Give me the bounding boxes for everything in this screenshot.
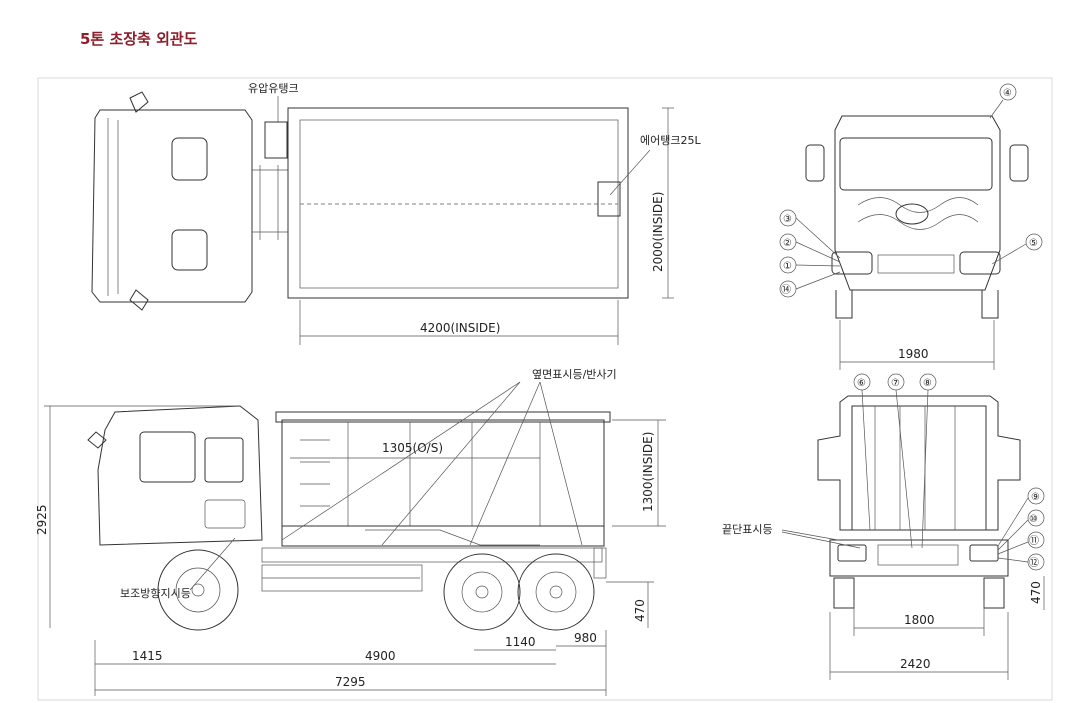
rear-width-dim: 2420 xyxy=(900,657,931,671)
windshield xyxy=(839,137,993,191)
callout-1: ① xyxy=(783,261,792,272)
rear-outline xyxy=(817,395,1021,531)
headlamp-right xyxy=(959,251,1001,275)
callout-9: ⑨ xyxy=(1031,492,1040,503)
hydraulic-tank xyxy=(264,121,288,159)
mirror-front-right xyxy=(1009,144,1029,182)
cab-rear-window xyxy=(204,437,244,483)
aux-turn-label: 보조방향지시등 xyxy=(120,587,191,600)
rear-lamp-left xyxy=(837,544,867,562)
callout-10: ⑩ xyxy=(1029,514,1038,525)
body-height-dim: 1300(INSIDE) xyxy=(641,432,655,512)
rear-view: 1800 2420 470 끝단표시등 ⑥ ⑦ ⑧ ⑨ ⑩ ⑪ ⑫ xyxy=(722,373,1045,680)
air-tank-label: 에어탱크25L xyxy=(640,134,701,147)
rear-track-dim: 1800 xyxy=(904,613,935,627)
side-marker-label: 옆면표시등/반사기 xyxy=(532,368,617,381)
rear-lamp-right xyxy=(969,544,999,562)
callout-2: ② xyxy=(783,238,792,249)
air-tank xyxy=(597,181,621,217)
cab-outline xyxy=(91,109,253,303)
callout-7: ⑦ xyxy=(891,378,900,389)
overall-height-dim: 2925 xyxy=(35,504,49,535)
side-view: 옆면표시등/반사기 보조방향지시등 2925 1300(INSIDE) 470 … xyxy=(35,368,666,696)
hydraulic-tank-label: 유압유탱크 xyxy=(248,82,299,95)
mirror-front-left xyxy=(805,144,825,182)
tailgate xyxy=(851,405,987,531)
overhang-dim: 1305(O/S) xyxy=(382,441,443,455)
tandem-dim: 1140 xyxy=(505,635,536,649)
cargo-bed-top xyxy=(287,107,629,299)
rear-floor-height-dim: 470 xyxy=(1029,581,1043,604)
page-title: 5톤 초장축 외관도 xyxy=(80,30,198,48)
cab-side-outline xyxy=(97,405,263,546)
roof-hatch-rear xyxy=(171,229,208,271)
callout-3: ③ xyxy=(783,214,792,225)
rear-wheel-1 xyxy=(443,553,521,631)
width-dim-top: 2000(INSIDE) xyxy=(651,192,665,272)
front-overhang-dim: 1415 xyxy=(132,649,163,663)
callout-12: ⑫ xyxy=(1029,557,1039,569)
mirror-left xyxy=(129,91,149,113)
top-view: 유압유탱크 에어탱크25L 2000(INSIDE) 4200(INSIDE) xyxy=(91,82,701,345)
wheelbase-dim: 4900 xyxy=(365,649,396,663)
headlamp-left xyxy=(831,251,873,275)
mirror-right xyxy=(129,289,149,311)
rear-bumper xyxy=(829,539,1009,577)
front-width-dim: 1980 xyxy=(898,347,929,361)
cab-front-outline xyxy=(834,115,1001,291)
overall-length-dim: 7295 xyxy=(335,675,366,689)
rear-wheel-2 xyxy=(517,553,595,631)
drawing-frame xyxy=(37,77,1053,701)
front-view: 1980 ④ ③ ② ① ⑭ ⑤ xyxy=(779,83,1043,370)
length-dim-top: 4200(INSIDE) xyxy=(420,321,500,335)
callout-6: ⑥ xyxy=(857,378,866,389)
callout-5: ⑤ xyxy=(1029,238,1038,249)
roof-hatch-front xyxy=(171,137,208,181)
callout-14: ⑭ xyxy=(781,284,791,296)
end-marker-label: 끝단표시등 xyxy=(722,523,773,536)
callout-11: ⑪ xyxy=(1029,535,1039,547)
grille-logo xyxy=(895,203,929,225)
rear-overhang-dim: 980 xyxy=(574,631,597,645)
cab-side-window xyxy=(139,431,196,483)
floor-height-dim: 470 xyxy=(633,599,647,622)
front-wheel xyxy=(157,549,239,631)
callout-8: ⑧ xyxy=(923,378,932,389)
callout-4: ④ xyxy=(1003,88,1012,99)
